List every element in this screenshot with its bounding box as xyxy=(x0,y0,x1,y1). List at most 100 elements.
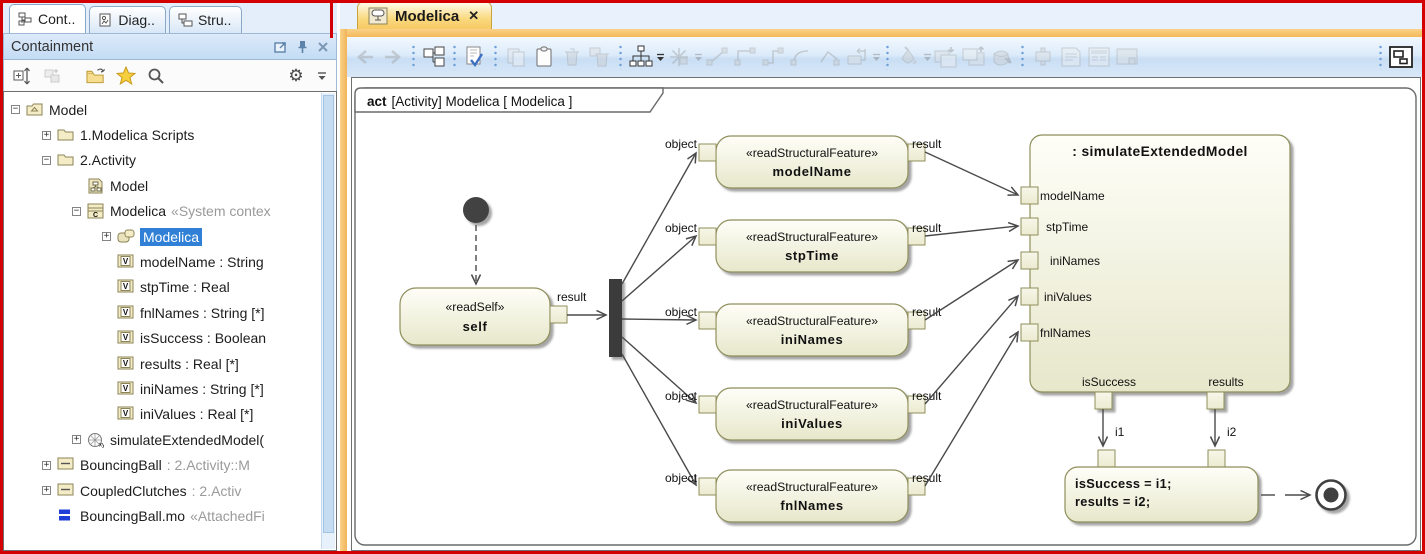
object-flow-fork-ininames[interactable] xyxy=(621,319,696,320)
tree-item-modelica-class[interactable]: − C Modelica «System contex xyxy=(4,199,336,224)
expander-icon[interactable]: + xyxy=(42,485,51,496)
expander-icon[interactable] xyxy=(102,283,111,292)
tree-item-stptime[interactable]: V stpTime : Real xyxy=(4,275,336,300)
open-folder-icon[interactable] xyxy=(86,66,106,86)
fill-color-icon[interactable] xyxy=(895,44,921,70)
tree-item-ininames[interactable]: V iniNames : String [*] xyxy=(4,376,336,401)
expander-icon[interactable] xyxy=(102,258,111,267)
tree-item-bouncingball-mo[interactable]: BouncingBall.mo «AttachedFi xyxy=(4,503,336,528)
note-icon[interactable] xyxy=(1058,44,1084,70)
settings-caret-icon[interactable] xyxy=(316,66,328,86)
object-flow-fork-fnlnames[interactable] xyxy=(621,353,696,485)
copy-icon[interactable] xyxy=(503,44,529,70)
expander-icon[interactable]: + xyxy=(72,434,81,445)
window-icon[interactable] xyxy=(1114,44,1140,70)
rsf-action-inivalues[interactable]: «readStructuralFeature» iniValues object… xyxy=(665,387,942,441)
delete-icon[interactable] xyxy=(559,44,585,70)
diagram-frame[interactable]: act[Activity] Modelica [ Modelica ] xyxy=(354,87,1417,546)
object-flow-fork-inivalues[interactable] xyxy=(621,336,696,403)
tree-item-coupledclutches[interactable]: + CoupledClutches : 2.Activ xyxy=(4,478,336,503)
to-back-icon[interactable] xyxy=(961,44,987,70)
line-style-caret-icon[interactable] xyxy=(871,53,881,62)
rotate-flow-icon[interactable] xyxy=(844,44,870,70)
show-containment-icon[interactable] xyxy=(421,44,447,70)
result-pin[interactable] xyxy=(549,305,568,324)
result-pin[interactable] xyxy=(907,311,926,330)
object-flow-fork-modelname[interactable] xyxy=(621,153,696,285)
expander-icon[interactable]: − xyxy=(42,154,51,165)
expander-icon[interactable] xyxy=(102,308,111,317)
line-style-curved-icon[interactable] xyxy=(788,44,814,70)
close-icon[interactable] xyxy=(317,41,329,53)
input-pin-fnlnames[interactable] xyxy=(1020,323,1039,342)
tree-item-bouncingball[interactable]: + BouncingBall : 2.Activity::M xyxy=(4,452,336,477)
fill-color-caret-icon[interactable] xyxy=(922,53,932,62)
input-pin-i1[interactable] xyxy=(1097,449,1116,468)
rsf-action-modelname[interactable]: «readStructuralFeature» modelName object… xyxy=(665,135,942,189)
object-flow-fnlnames[interactable] xyxy=(924,332,1018,487)
expander-icon[interactable] xyxy=(102,359,111,368)
object-flow-ininames[interactable] xyxy=(924,260,1018,321)
rsf-action-ininames[interactable]: «readStructuralFeature» iniNames object … xyxy=(665,303,942,357)
link-with-diagram-icon[interactable] xyxy=(42,66,62,86)
quick-layout-icon[interactable] xyxy=(666,44,692,70)
result-pin[interactable] xyxy=(907,477,926,496)
object-flow-stptime[interactable] xyxy=(924,226,1018,237)
tree-item-fnlnames[interactable]: V fnlNames : String [*] xyxy=(4,300,336,325)
tree-item-model-diagram[interactable]: Model xyxy=(4,173,336,198)
pin-visibility-icon[interactable] xyxy=(1030,44,1056,70)
layout-caret-icon[interactable] xyxy=(655,53,665,62)
input-pin-inivalues[interactable] xyxy=(1020,287,1039,306)
object-pin[interactable] xyxy=(698,311,717,330)
fork-node[interactable] xyxy=(609,279,622,357)
tree-item-modelname[interactable]: V modelName : String xyxy=(4,249,336,274)
initial-node[interactable] xyxy=(463,197,489,223)
expander-icon[interactable]: + xyxy=(42,459,51,470)
tree-scrollbar-thumb[interactable] xyxy=(323,95,334,533)
tree-item-results[interactable]: V results : Real [*] xyxy=(4,351,336,376)
tree-item-issuccess[interactable]: V isSuccess : Boolean xyxy=(4,326,336,351)
to-front-icon[interactable] xyxy=(933,44,959,70)
tree-item-activity-folder[interactable]: − 2.Activity xyxy=(4,148,336,173)
line-style-oblique-icon[interactable] xyxy=(816,44,842,70)
delete-from-model-icon[interactable] xyxy=(587,44,613,70)
back-icon[interactable] xyxy=(352,44,378,70)
diagram-canvas[interactable]: act[Activity] Modelica [ Modelica ] «rea… xyxy=(351,77,1421,551)
expander-icon[interactable]: − xyxy=(72,205,81,216)
expander-icon[interactable]: − xyxy=(11,104,20,115)
result-pin[interactable] xyxy=(907,395,926,414)
expander-icon[interactable] xyxy=(102,384,111,393)
tree-scrollbar[interactable] xyxy=(321,93,335,549)
activity-final-node[interactable] xyxy=(1315,479,1347,511)
object-pin[interactable] xyxy=(698,395,717,414)
tree-item-modelica-scripts[interactable]: + 1.Modelica Scripts xyxy=(4,122,336,147)
legend-icon[interactable] xyxy=(1086,44,1112,70)
tree-item-inivalues[interactable]: V iniValues : Real [*] xyxy=(4,402,336,427)
favorites-star-icon[interactable] xyxy=(116,66,136,86)
diagram-frame-icon[interactable] xyxy=(1388,44,1414,70)
tree-item-model-root[interactable]: − Model xyxy=(4,97,336,122)
quick-layout-caret-icon[interactable] xyxy=(693,53,703,62)
input-pin-stptime[interactable] xyxy=(1020,217,1039,236)
check-diagram-icon[interactable] xyxy=(462,44,488,70)
input-pin-i2[interactable] xyxy=(1207,449,1226,468)
tab-diagrams[interactable]: Diag.. xyxy=(89,6,166,33)
forward-icon[interactable] xyxy=(380,44,406,70)
tab-containment[interactable]: Cont.. xyxy=(9,4,87,33)
object-pin[interactable] xyxy=(698,227,717,246)
rsf-action-fnlnames[interactable]: «readStructuralFeature» fnlNames object … xyxy=(665,469,942,523)
object-pin[interactable] xyxy=(698,143,717,162)
pin-icon[interactable] xyxy=(297,40,308,54)
layout-icon[interactable] xyxy=(628,44,654,70)
rsf-action-stptime[interactable]: «readStructuralFeature» stpTime object r… xyxy=(665,219,942,273)
input-pin-modelname[interactable] xyxy=(1020,186,1039,205)
input-pin-ininames[interactable] xyxy=(1020,251,1039,270)
close-tab-icon[interactable]: ✕ xyxy=(468,8,480,23)
expander-icon[interactable]: + xyxy=(42,129,51,140)
expander-icon[interactable] xyxy=(102,334,111,343)
search-icon[interactable] xyxy=(146,66,166,86)
settings-gear-icon[interactable]: ⚙ xyxy=(288,66,304,85)
line-style-rectilinear-icon[interactable] xyxy=(732,44,758,70)
tab-structure[interactable]: Stru.. xyxy=(168,6,243,33)
paste-icon[interactable] xyxy=(531,44,557,70)
